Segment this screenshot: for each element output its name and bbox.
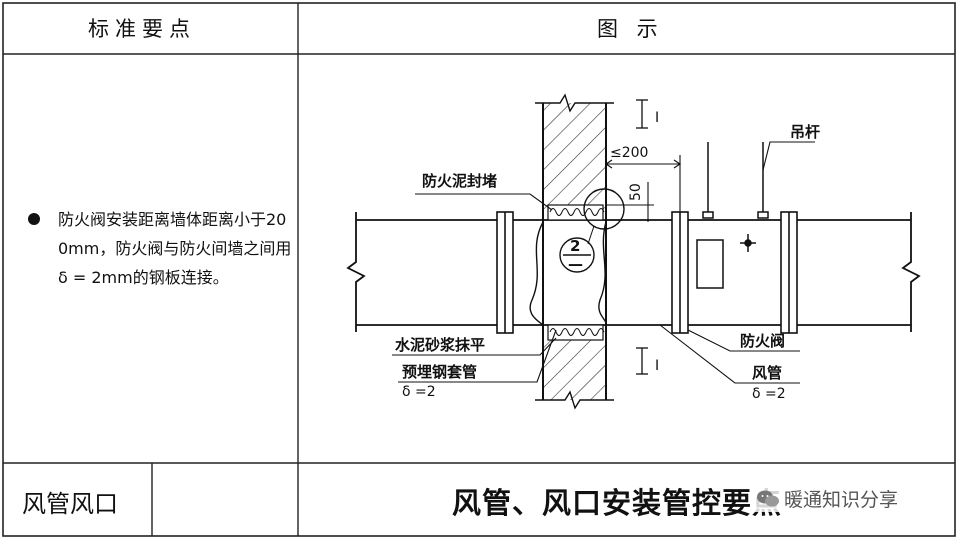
header-illustration: 图 示 <box>597 17 664 41</box>
label-steel-sleeve: 预埋钢套管 <box>402 363 477 381</box>
bullet-icon <box>28 213 40 225</box>
dimension-200-label: ≤200 <box>610 145 648 161</box>
air-duct-outline <box>346 212 921 332</box>
detail-number: 2 <box>570 237 580 255</box>
fire-damper-body <box>696 234 756 289</box>
hanger-rods <box>702 142 769 219</box>
standard-point-item: 防火阀安装距离墙体距离小于200mm，防火阀与防火间墙之间用δ = 2mm的钢板… <box>28 205 293 292</box>
label-air-duct: 风管 <box>752 364 782 382</box>
watermark: 暖通知识分享 <box>752 485 903 512</box>
label-fire-mortar-seal: 防火泥封堵 <box>422 172 497 190</box>
category-label: 风管风口 <box>22 490 118 518</box>
dimension-200 <box>605 155 681 212</box>
dimension-50 <box>606 182 654 222</box>
label-duct-thickness: δ =2 <box>752 386 786 402</box>
label-cement-mortar: 水泥砂浆抹平 <box>395 336 485 354</box>
section-marks <box>636 99 648 375</box>
detail-callouts <box>559 188 625 273</box>
wechat-icon <box>757 490 779 506</box>
fire-damper-diagram: 2 — I I ≤200 50 <box>346 93 921 410</box>
flanges <box>496 211 798 334</box>
watermark-text: 暖通知识分享 <box>784 489 899 511</box>
label-sleeve-thickness: δ =2 <box>402 384 436 400</box>
wall <box>535 93 614 410</box>
section-mark-bottom: I <box>655 358 659 374</box>
standard-point-text: 防火阀安装距离墙体距离小于200mm，防火阀与防火间墙之间用δ = 2mm的钢板… <box>58 210 292 287</box>
header-standard-points: 标准要点 <box>88 17 196 41</box>
label-fire-damper: 防火阀 <box>740 332 785 350</box>
section-title: 风管、风口安装管控要点 <box>452 486 783 520</box>
dimension-50-label: 50 <box>628 183 644 201</box>
section-mark-top: I <box>655 110 659 126</box>
label-hanger-rod: 吊杆 <box>790 123 820 141</box>
detail-dash: — <box>568 255 583 273</box>
leader-lines <box>392 141 815 384</box>
seal-coils <box>549 208 605 336</box>
